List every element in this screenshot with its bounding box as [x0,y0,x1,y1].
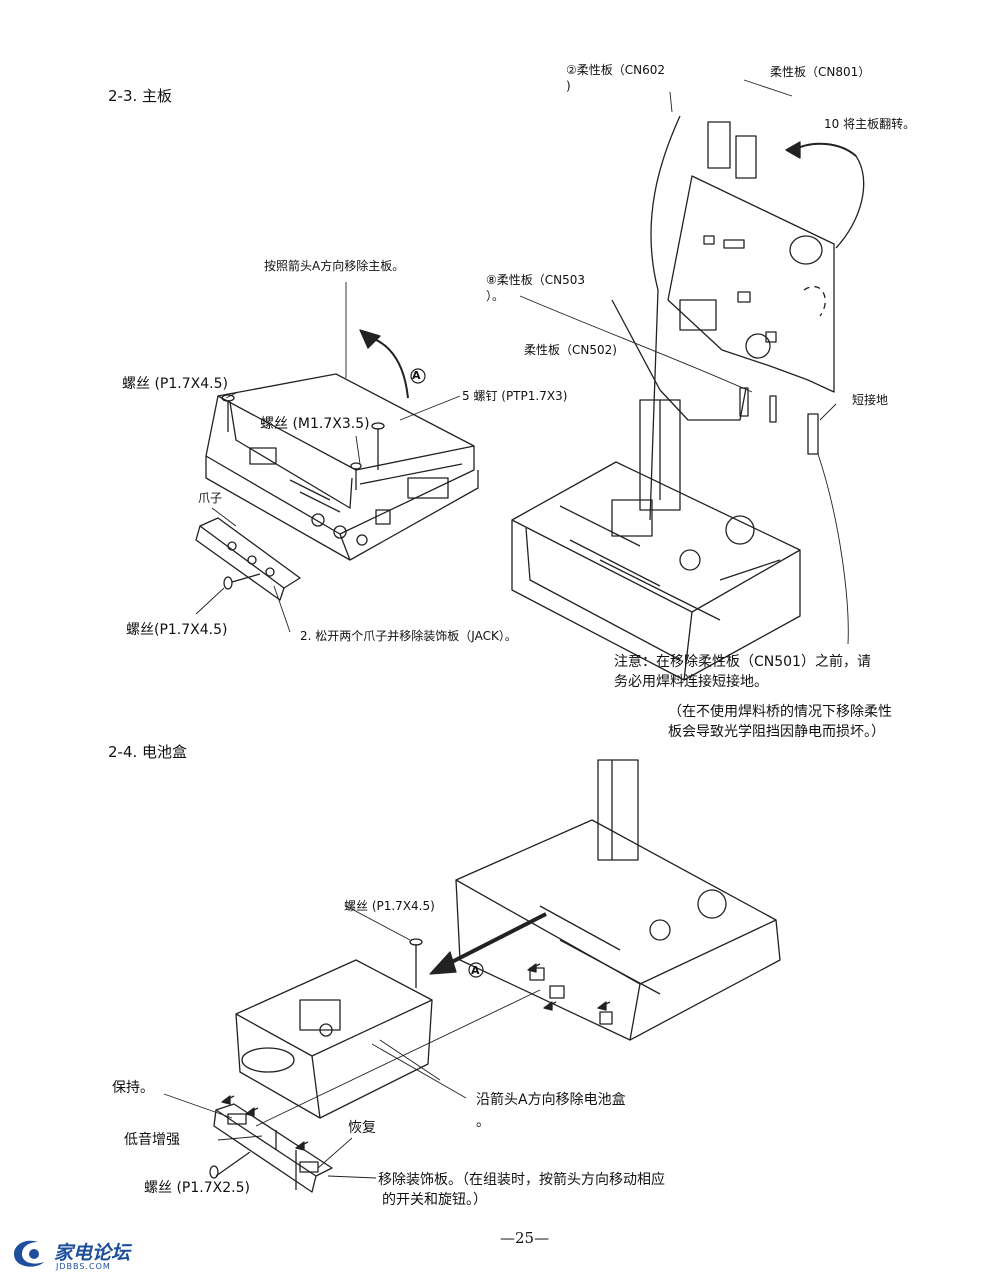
label-bass-boost: 低音增强 [124,1132,180,1148]
jdbbs-watermark-logo: 家电论坛 JDBBS.COM [10,1236,150,1276]
note-line-3: （在不使用焊料桥的情况下移除柔性 [668,704,892,720]
label-flex-cn503: ⑧柔性板（CN503 [486,273,586,287]
arrow-a-mark-battery: A [471,964,480,977]
label-claw: 爪子 [198,491,223,505]
label-remove-trim-plate: 移除装饰板。（在组装时，按箭头方向移动相应 [378,1172,665,1188]
note-line-4: 板会导致光学阻挡因静电而损坏。） [668,724,885,740]
note-line-2: 务必用焊料连接短接地。 [614,674,768,690]
label-flex-cn502: 柔性板（CN502) [524,343,617,357]
section-heading-battery-box: 2-4. 电池盒 [108,743,188,761]
label-restore: 恢复 [348,1120,376,1136]
label-remove-battery-box-period: 。 [476,1114,490,1130]
watermark-site: JDBBS.COM [56,1262,111,1271]
label-flex-cn602: ②柔性板（CN602 [566,63,666,77]
label-remove-trim-plate-cont: 的开关和旋钮。） [382,1192,487,1208]
label-remove-main-board-direction-a: 按照箭头A方向移除主板。 [264,259,405,273]
main-board-unit-drawing [195,282,479,633]
page-number: —25— [500,1229,550,1247]
label-short-ground: 短接地 [852,393,889,407]
label-flex-cn503-cont: ）。 [486,289,505,303]
swirl-logo-icon [14,1240,44,1267]
label-step-2-release-claws: 2. 松开两个爪子并移除装饰板（JACK）。 [300,629,517,643]
section-heading-main-board: 2-3. 主板 [108,87,173,105]
arrow-a-mark-main-board: A [412,369,421,382]
label-flex-cn801: 柔性板（CN801） [770,65,871,79]
mechanism-flipped-board-drawing [511,79,865,681]
label-screw-p17x45-battery: 螺丝 (P1.7X4.5) [344,899,435,913]
label-screw-5-ptp17x3: 5 螺钉 (PTP1.7X3) [462,389,568,403]
label-screw-p17x45-bottom: 螺丝(P1.7X4.5) [126,622,228,638]
label-remove-battery-box-direction-a: 沿箭头A方向移除电池盒 [476,1092,626,1108]
label-screw-p17x25: 螺丝 (P1.7X2.5) [144,1180,250,1196]
note-line-1: 注意：在移除柔性板（CN501）之前，请 [614,654,871,670]
label-screw-p17x45-top: 螺丝 (P1.7X4.5) [122,376,228,392]
label-flex-cn602-cont: ) [566,79,571,93]
label-screw-m17x35: 螺丝 (M1.7X3.5) [260,416,370,432]
label-hold: 保持。 [112,1080,154,1096]
watermark-name: 家电论坛 [54,1242,131,1264]
label-step-10-flip-board: 10 将主板翻转。 [824,117,916,131]
battery-box-drawing [163,759,781,1193]
